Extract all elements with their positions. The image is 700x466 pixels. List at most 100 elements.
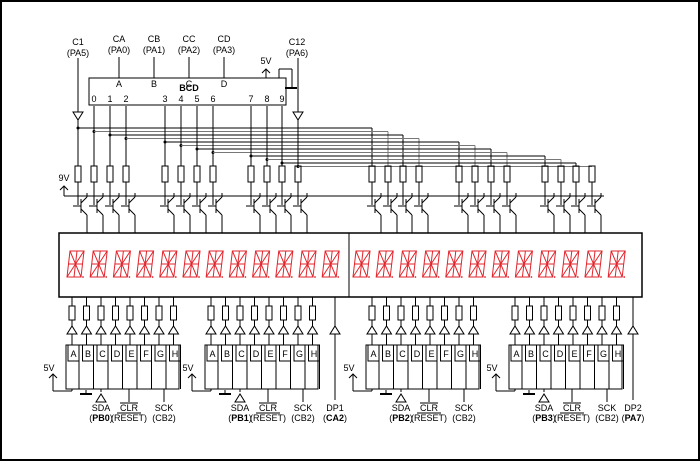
supply-label: 5V [260, 56, 271, 66]
decoder-output-label: 1 [107, 94, 112, 104]
decoder-output-label: 8 [264, 94, 269, 104]
transistor-icon [293, 196, 308, 216]
transistor-icon [89, 196, 104, 216]
pin-cell [382, 344, 394, 362]
transistor-icon [398, 196, 413, 216]
alnum-digit [321, 250, 340, 278]
sck-port-label: (CB2) [152, 413, 176, 423]
decimal-point [460, 276, 463, 278]
transistor-icon [587, 196, 602, 216]
pin-cell [469, 344, 481, 362]
segment-diag-bottom [298, 262, 314, 278]
buffer-icon [292, 111, 304, 122]
decoder-output-label: 3 [162, 94, 167, 104]
pin-label: G [600, 349, 607, 359]
pin-cell [279, 344, 291, 362]
supply-label: 5V [43, 363, 54, 373]
alnum-digit [514, 250, 533, 278]
reset-label: (RESET) [554, 413, 590, 423]
transistor-icon [192, 196, 207, 216]
decoder-output-label: 7 [248, 94, 253, 104]
sck-label: SCK [294, 403, 313, 413]
pin-cell [425, 344, 438, 362]
pin-label: H [472, 349, 479, 359]
pin-cell [539, 344, 552, 362]
digit-bus [72, 58, 593, 168]
decimal-point [151, 276, 154, 278]
decoder-input-label: A [116, 79, 122, 89]
pin-label: F [282, 349, 288, 359]
pin-cell [367, 344, 380, 362]
pin-cell [264, 344, 277, 362]
alnum-digit [422, 250, 441, 278]
display-panel [58, 232, 643, 298]
alnum-digit [445, 250, 464, 278]
transistor-icon [121, 196, 136, 216]
decimal-point [391, 276, 394, 278]
segment-diag-bottom [445, 262, 461, 278]
alnum-digit [205, 250, 224, 278]
pin-label: B [85, 349, 91, 359]
sda-label: SDA [392, 403, 411, 413]
segment-diag-bottom [514, 262, 530, 278]
pin-cell [396, 344, 409, 362]
decimal-point [128, 276, 131, 278]
transistor-icon [246, 196, 261, 216]
segment-diag-bottom [228, 262, 244, 278]
alnum-digit [136, 250, 155, 278]
decoder-output-label: 6 [210, 94, 215, 104]
signal-port: (PA0) [108, 45, 130, 55]
transistor-icon [73, 196, 88, 216]
decoder-box [88, 77, 287, 106]
alnum-digit [584, 250, 603, 278]
pin-cell [140, 344, 152, 362]
top-signal-cd: CD(PA3) [213, 34, 235, 55]
sda-label: SDA [535, 403, 554, 413]
pin-label: E [267, 349, 273, 359]
sck-label: SCK [455, 403, 474, 413]
transistor-icon [176, 196, 191, 216]
transistor-icon [383, 196, 398, 216]
sda-port-label: (PB1) [228, 413, 252, 423]
pin-label: F [443, 349, 449, 359]
segment-diag-bottom [136, 262, 152, 278]
segment-diag-bottom [375, 262, 391, 278]
segment-diag-bottom [89, 262, 105, 278]
alnum-digit [182, 250, 201, 278]
supply-arrow-icon [187, 373, 197, 383]
top-signals: C1(PA5)CA(PA0)CB(PA1)CC(PA2)CD(PA3)C12(P… [67, 34, 308, 58]
pin-cell [554, 344, 566, 362]
decimal-point [484, 276, 486, 278]
supply-label: 5V [486, 363, 497, 373]
buffer-icon [538, 393, 550, 403]
decimal-point [576, 276, 579, 278]
dp-name: DP1 [326, 403, 344, 413]
transistor-icon [470, 196, 485, 216]
top-signal-cc: CC(PA2) [178, 34, 200, 55]
decimal-point [174, 276, 177, 278]
clr-label: CLR [563, 403, 582, 413]
supply-label: 5V [182, 363, 193, 373]
decoder-output-label: 4 [178, 94, 183, 104]
segment-diag-bottom [607, 262, 623, 278]
signal-name: CB [148, 34, 161, 44]
pin-cell [250, 344, 262, 362]
pin-cell [293, 344, 306, 362]
top-signal-c1: C1(PA5) [67, 37, 89, 58]
alnum-digit [491, 250, 510, 278]
dp-port: (PA7) [622, 413, 645, 423]
decimal-point [507, 276, 510, 278]
pin-label: D [557, 349, 564, 359]
signal-port: (PA2) [178, 45, 200, 55]
reset-label: (RESET) [111, 413, 147, 423]
dp-port: (CA2) [323, 413, 347, 423]
alnum-digit [228, 250, 247, 278]
display [58, 232, 643, 298]
segment-diag-bottom [112, 262, 128, 278]
decimal-point [244, 276, 247, 278]
